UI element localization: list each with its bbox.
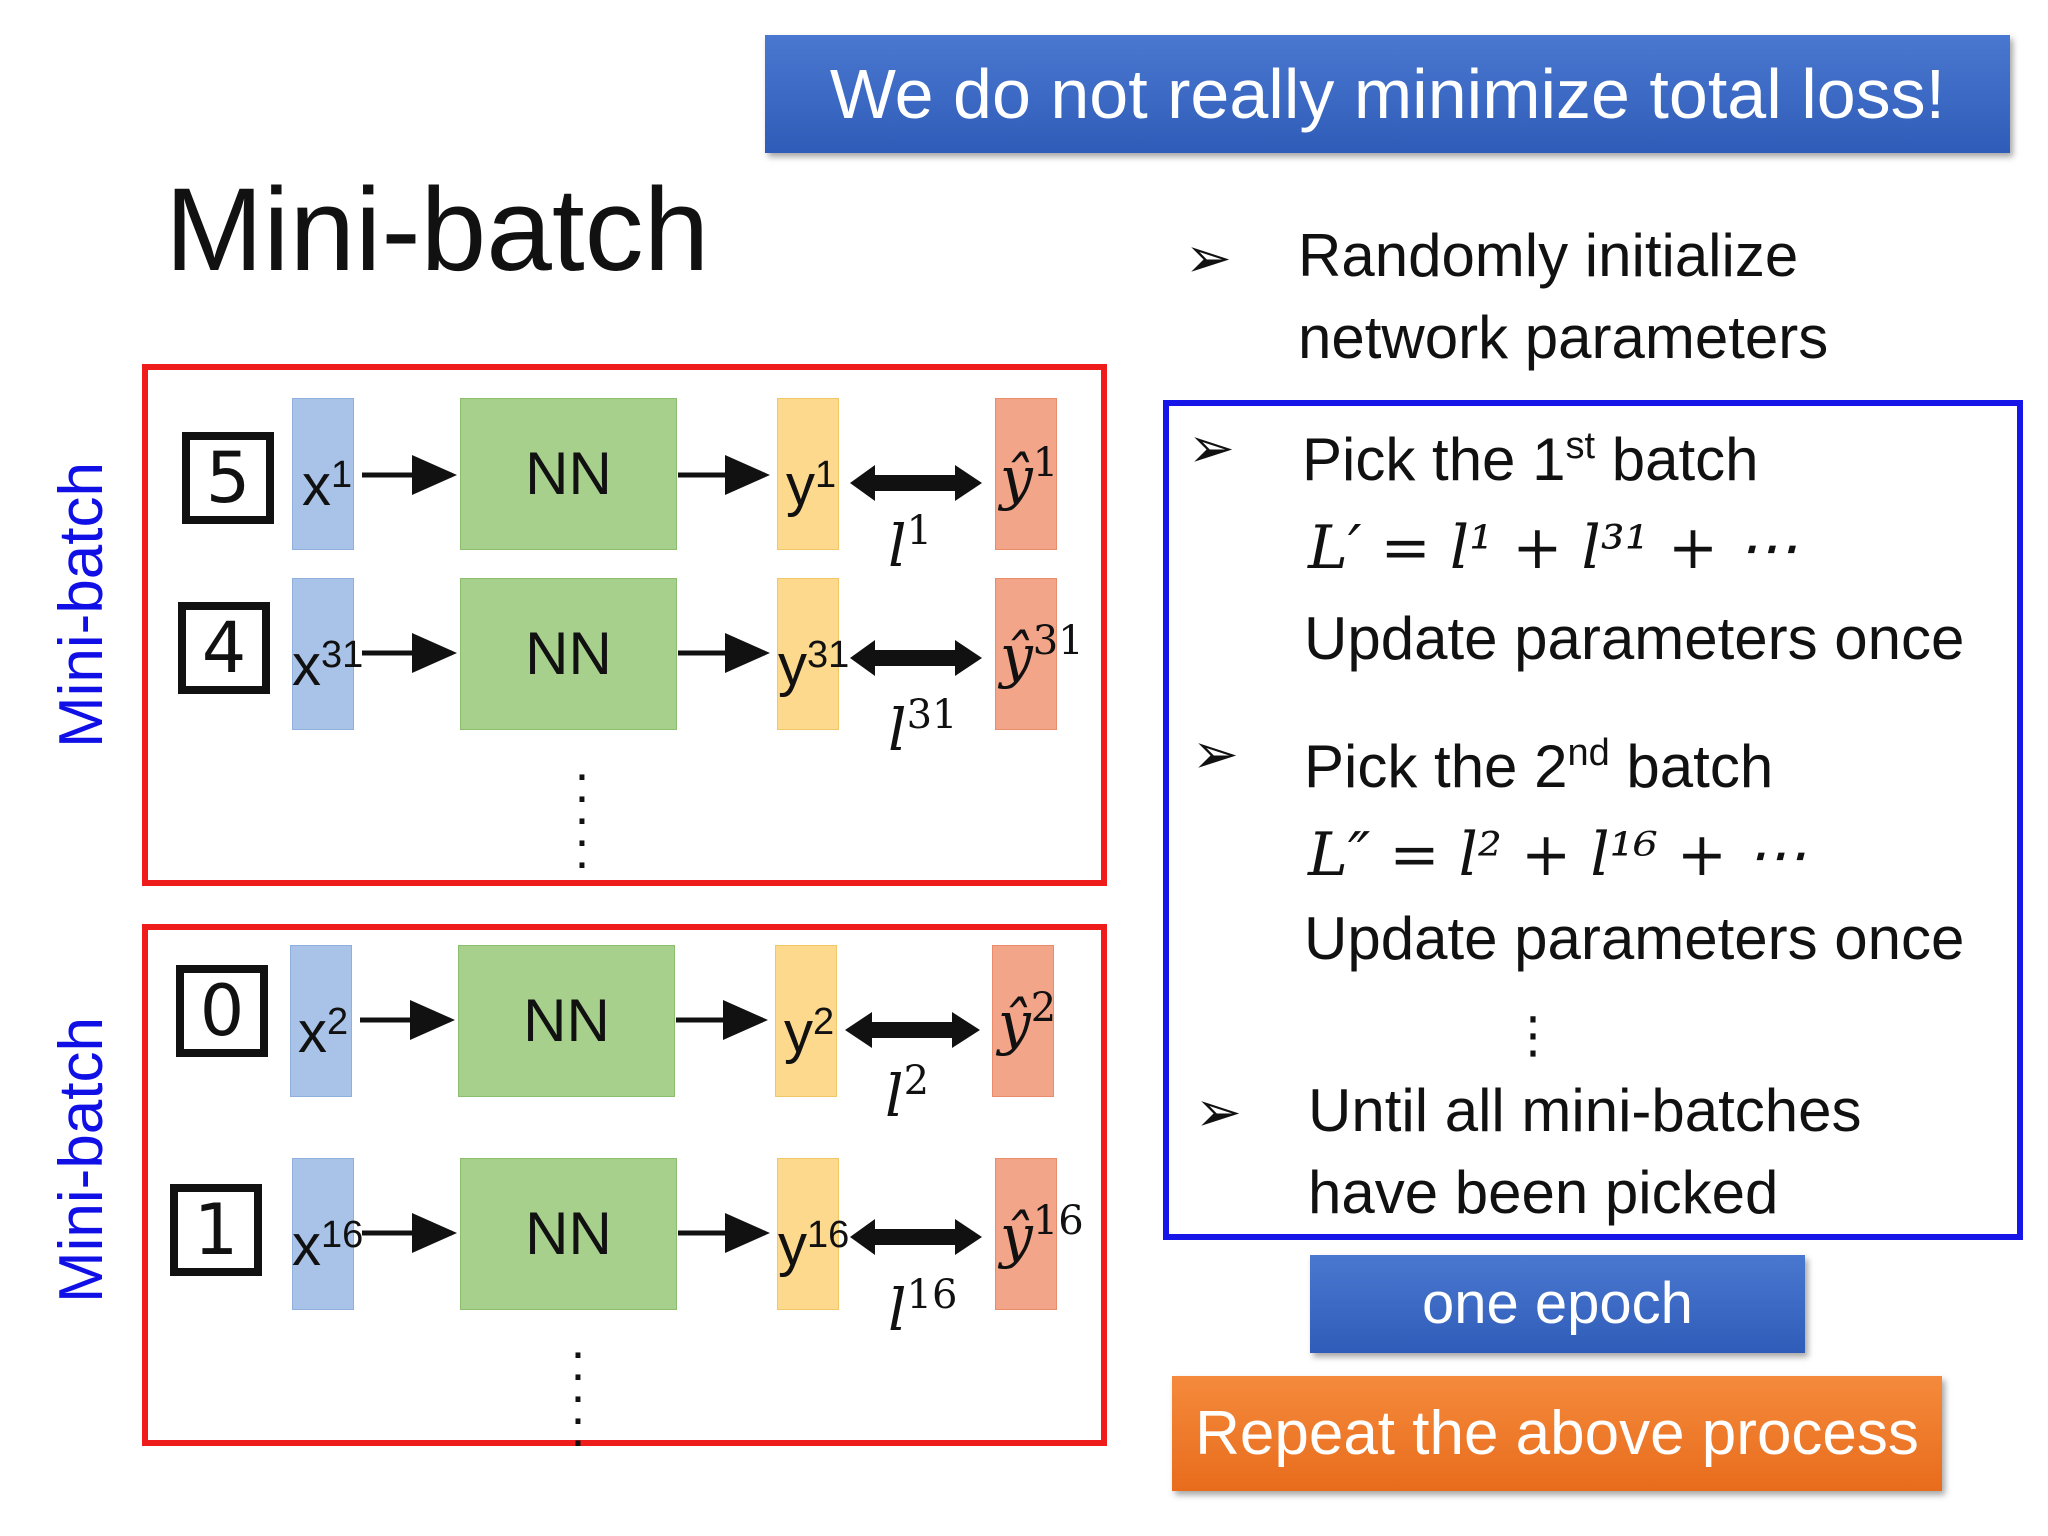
- batch-loop-box: [1163, 400, 2023, 1240]
- mini-batch-box-2: [142, 924, 1107, 1446]
- loss-label-3: l2: [885, 1058, 930, 1130]
- y-label-4: y16: [778, 1213, 850, 1278]
- bullet-arrow-icon-pick2: ➢: [1192, 722, 1239, 785]
- digit-image-2: 4: [178, 602, 270, 694]
- y-label-3: y2: [784, 1000, 835, 1065]
- double-arrow-3: [845, 1012, 980, 1048]
- mini-batch-box-1: [142, 364, 1107, 886]
- step-init-line2: network parameters: [1298, 304, 1829, 371]
- step-pick1: Pick the 1st batch: [1302, 425, 1759, 493]
- step-until-line2: have been picked: [1308, 1159, 1779, 1226]
- y-box-1: [777, 398, 839, 550]
- x-label-2: x31: [292, 633, 364, 698]
- y-label-2: y31: [778, 633, 850, 698]
- step-update1: Update parameters once: [1304, 605, 1965, 672]
- formula-1: L′ = l¹ + l³¹ + ⋯: [1308, 513, 1798, 583]
- loss-label-1: l1: [888, 508, 933, 580]
- loss-label-4: l16: [888, 1272, 958, 1344]
- page-title: Mini-batch: [165, 164, 710, 296]
- digit-image-3: 0: [176, 965, 268, 1057]
- step-until-line1: Until all mini-batches: [1308, 1077, 1862, 1144]
- yhat-label-2: ŷ31: [1000, 618, 1084, 690]
- step-update2: Update parameters once: [1304, 905, 1965, 972]
- vertical-dots-1: .....: [574, 734, 590, 880]
- y-label-1: y1: [786, 453, 837, 518]
- digit-image-4: 1: [170, 1184, 262, 1276]
- yhat-box-1: [995, 398, 1057, 550]
- x-label-4: x16: [292, 1213, 364, 1278]
- x-label-1: x1: [302, 453, 353, 518]
- step-pick2: Pick the 2nd batch: [1304, 732, 1774, 800]
- step-init-line1: Randomly initialize: [1298, 222, 1799, 289]
- one-epoch-label: one epoch: [1310, 1255, 1805, 1353]
- steps-vertical-dots: ⋮: [1508, 1007, 1558, 1063]
- formula-2: L″ = l² + l¹⁶ + ⋯: [1308, 820, 1807, 890]
- yhat-box-2: [995, 578, 1057, 730]
- double-arrow-4: [850, 1219, 982, 1255]
- yhat-box-3: [992, 945, 1054, 1097]
- bullet-arrow-icon-init: ➢: [1185, 226, 1232, 289]
- x-box-2: [292, 578, 354, 730]
- x-box-4: [292, 1158, 354, 1310]
- y-box-3: [775, 945, 837, 1097]
- x-box-3: [290, 945, 352, 1097]
- double-arrow-2: [850, 640, 982, 676]
- repeat-process-label: Repeat the above process: [1172, 1376, 1942, 1491]
- yhat-label-4: ŷ16: [1000, 1198, 1084, 1270]
- banner: We do not really minimize total loss!: [765, 35, 2010, 153]
- yhat-box-4: [995, 1158, 1057, 1310]
- bullet-arrow-icon-pick1: ➢: [1188, 416, 1235, 479]
- nn-box-1: NN: [460, 398, 677, 550]
- x-label-3: x2: [298, 1000, 349, 1065]
- digit-image-1: 5: [182, 432, 274, 524]
- nn-box-3: NN: [458, 945, 675, 1097]
- loss-label-2: l31: [888, 692, 958, 764]
- nn-box-4: NN: [460, 1158, 677, 1310]
- bullet-arrow-icon-until: ➢: [1195, 1080, 1242, 1143]
- nn-box-2: NN: [460, 578, 677, 730]
- y-box-4: [777, 1158, 839, 1310]
- y-box-2: [777, 578, 839, 730]
- vertical-dots-2: .....: [570, 1312, 586, 1458]
- yhat-label-1: ŷ1: [1000, 440, 1059, 512]
- double-arrow-1: [850, 465, 982, 501]
- yhat-label-3: ŷ2: [998, 985, 1057, 1057]
- x-box-1: [292, 398, 354, 550]
